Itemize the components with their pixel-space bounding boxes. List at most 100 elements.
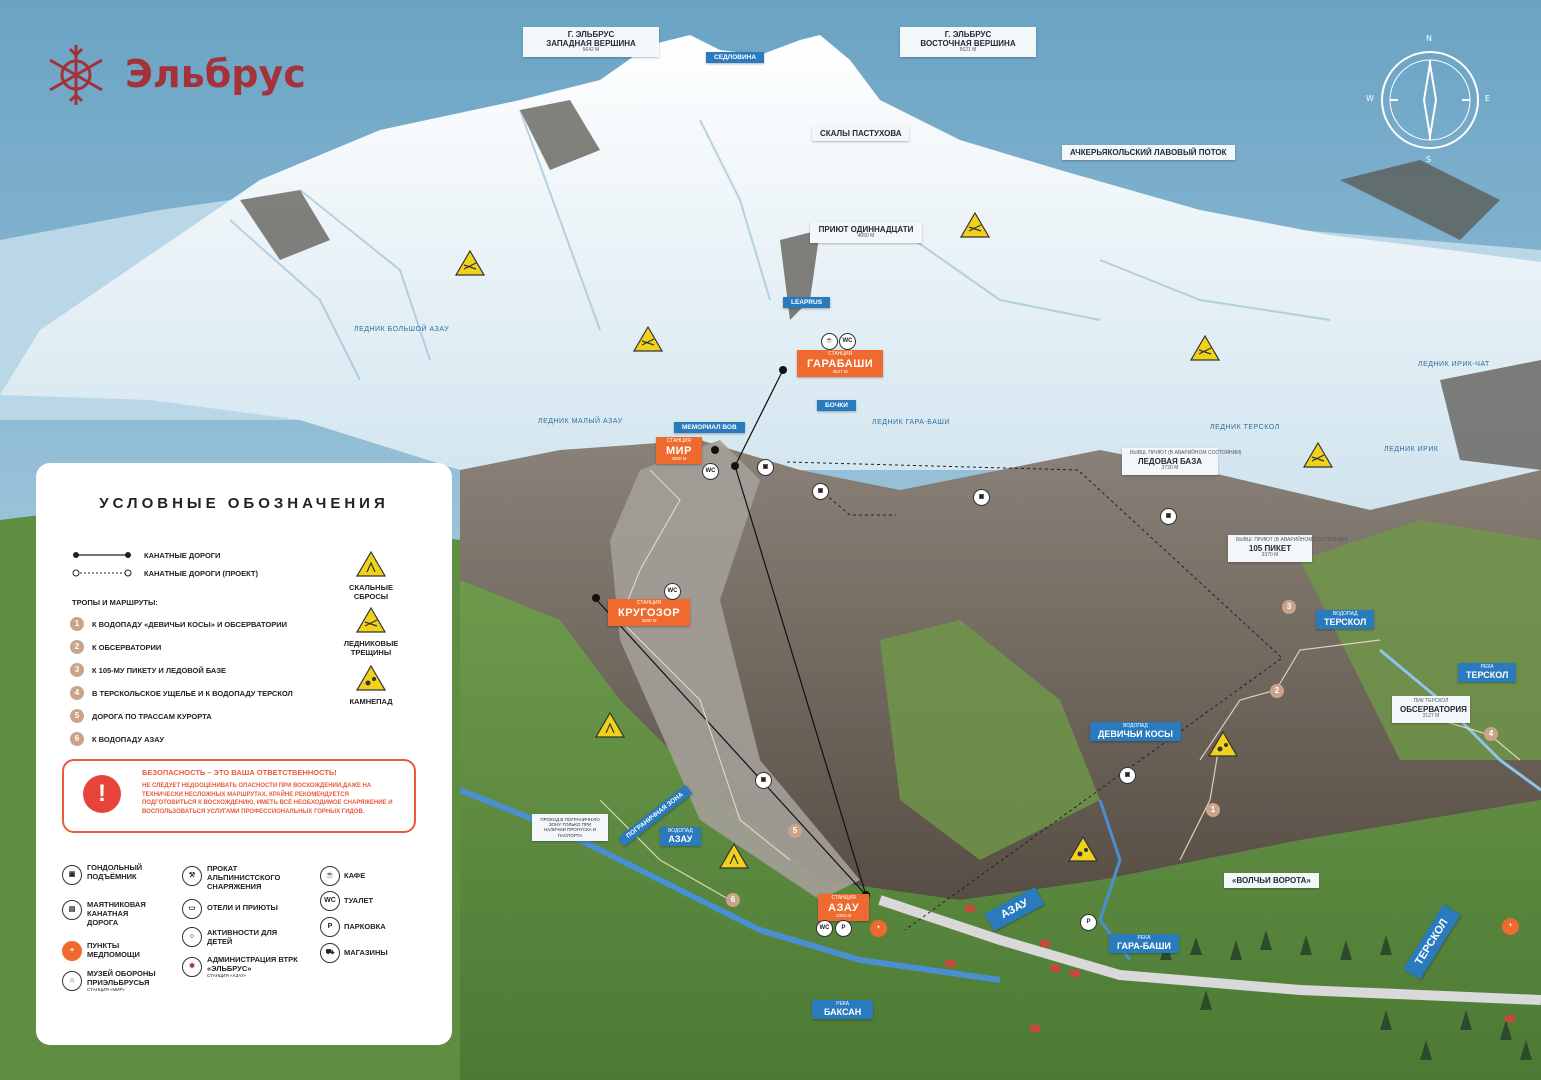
priut-11-label[interactable]: ПРИЮТ ОДИННАДЦАТИ 4050 М	[810, 222, 922, 243]
legend-admin: АДМИНИСТРАЦИЯ ВТРК «ЭЛЬБРУС»СТАНЦИЯ «АЗА…	[207, 955, 307, 978]
station-garabashi[interactable]: СТАНЦИЯ ГАРАБАШИ 3847 М	[797, 350, 884, 377]
legend-hazard-rock-2: СБРОСЫ	[353, 592, 389, 601]
waterfall-devichi[interactable]: ВОДОПАД ДЕВИЧЬИ КОСЫ	[1090, 722, 1181, 742]
waterfall-azau[interactable]: ВОДОПАД АЗАУ	[660, 827, 701, 847]
map-parking-icon[interactable]: P	[835, 920, 852, 937]
compass-icon	[1381, 51, 1479, 149]
river-baksan-label[interactable]: РЕКА БАКСАН	[812, 1000, 874, 1020]
east-peak-label[interactable]: Г. ЭЛЬБРУС ВОСТОЧНАЯ ВЕРШИНА 5621 М	[900, 27, 1036, 58]
ice-base-label[interactable]: БЫВШ. ПРИЮТ (В АВАРИЙНОМ СОСТОЯНИИ) ЛЕДО…	[1122, 448, 1241, 475]
route-marker-2[interactable]: 2	[1270, 684, 1284, 698]
legend-admin-note: СТАНЦИЯ «АЗАУ»	[207, 973, 247, 978]
legend-route-text: К ОБСЕРВАТОРИИ	[92, 643, 162, 652]
station-krugozor-alt: 3000 М	[641, 617, 657, 623]
legend-route-num: 5	[70, 709, 84, 723]
west-peak-label[interactable]: Г. ЭЛЬБРУС ЗАПАДНАЯ ВЕРШИНА 5642 М	[523, 27, 659, 58]
memorial-name: МЕМОРИАЛ ВОВ	[682, 424, 737, 431]
lava-flow-label[interactable]: АЧКЕРЬЯКОЛЬСКИЙ ЛАВОВЫЙ ПОТОК	[1062, 145, 1235, 160]
legend-hazard-rock-1: СКАЛЬНЫЕ	[349, 583, 393, 592]
route-marker-3[interactable]: 3	[1282, 600, 1296, 614]
map-toilet-icon[interactable]: WC	[702, 463, 719, 480]
map-toilet-icon[interactable]: WC	[664, 583, 681, 600]
crevasse-hazard-icon	[356, 607, 386, 633]
west-peak-line1: Г. ЭЛЬБРУС	[567, 30, 615, 39]
bochki-name: БОЧКИ	[825, 402, 848, 409]
glacier-garabashi: ЛЕДНИК ГАРА-БАШИ	[872, 419, 950, 426]
route-marker-6[interactable]: 6	[726, 893, 740, 907]
observatory-label[interactable]: ПИК ТЕРСКОЛ ОБСЕРВАТОРИЯ 3127 М	[1392, 696, 1470, 723]
compass-s: S	[1426, 155, 1432, 164]
legend-route-text: К ВОДОПАДУ АЗАУ	[92, 735, 164, 744]
hotel-icon: ▭	[182, 899, 202, 919]
legend-hazard-crev-1: ЛЕДНИКОВЫЕ	[343, 639, 399, 648]
route-marker-1[interactable]: 1	[1206, 803, 1220, 817]
map-first-aid-icon[interactable]: +	[870, 920, 887, 937]
brand-snowflake-icon	[49, 45, 103, 105]
river-garabashi-label[interactable]: РЕКА ГАРА-БАШИ	[1109, 934, 1179, 954]
station-krugozor[interactable]: СТАНЦИЯ КРУГОЗОР 3000 М	[608, 599, 691, 626]
map-toilet-icon[interactable]: WC	[816, 920, 833, 937]
cable-project-icon	[72, 569, 132, 577]
hazard-rockfall-icon	[719, 843, 749, 869]
glacier-small-azau: ЛЕДНИК МАЛЫЙ АЗАУ	[538, 418, 623, 425]
kids-icon: ☺	[182, 927, 202, 947]
route-marker-4[interactable]: 4	[1484, 727, 1498, 741]
legend-museum-note: СТАНЦИЯ «МИР»	[87, 987, 125, 992]
legend-route-num: 3	[70, 663, 84, 677]
hazard-crevasse-icon	[633, 326, 663, 352]
station-mir-alt: 3500 М	[671, 455, 687, 461]
priut-11-alt: 4050 М	[857, 233, 875, 240]
legend-pendulum: МАЯТНИКОВАЯ КАНАТНАЯ ДОРОГА	[87, 900, 146, 927]
saddle-label[interactable]: СЕДЛОВИНА	[706, 52, 765, 64]
river-terskol	[1379, 648, 1541, 792]
bochki-label[interactable]: БОЧКИ	[817, 400, 856, 412]
map-gondola-icon[interactable]: ▣	[757, 459, 774, 476]
snow-shadows	[229, 109, 1331, 381]
legend-parking: ПАРКОВКА	[344, 922, 386, 931]
map-gondola-icon[interactable]: ▣	[755, 772, 772, 789]
river-terskol-small: РЕКА	[1480, 664, 1494, 670]
station-mir[interactable]: СТАНЦИЯ МИР 3500 М	[656, 437, 702, 464]
map-gondola-icon[interactable]: ▣	[812, 483, 829, 500]
map-cafe-icon[interactable]: ☕	[821, 333, 838, 350]
legend-kids: АКТИВНОСТИ ДЛЯ ДЕТЕЙ	[207, 928, 278, 946]
map-gondola-icon[interactable]: ▣	[1160, 508, 1177, 525]
legend-route-num: 2	[70, 640, 84, 654]
station-mir-name: МИР	[666, 444, 692, 457]
ice-base-alt: 3720 М	[1161, 464, 1179, 471]
museum-icon: ⌂	[62, 971, 82, 991]
map-gondola-icon[interactable]: ▣	[973, 489, 990, 506]
legend-hazard-stonefall: КАМНЕПАД	[349, 697, 393, 706]
legend-rental: ПРОКАТ АЛЬПИНИСТСКОГО СНАРЯЖЕНИЯ	[207, 864, 281, 891]
station-garabashi-name: ГАРАБАШИ	[807, 357, 874, 370]
map-gondola-icon[interactable]: ▣	[1119, 767, 1136, 784]
leaprus-label[interactable]: LEAPRUS	[783, 297, 831, 309]
valley-road	[878, 895, 1541, 1005]
memorial-label[interactable]: МЕМОРИАЛ ВОВ	[674, 422, 745, 434]
station-azau-alt: 2350 М	[836, 912, 852, 918]
waterfall-terskol[interactable]: ВОДОПАД ТЕРСКОЛ	[1316, 610, 1375, 630]
compass-e: E	[1485, 94, 1491, 103]
legend-admin-text: АДМИНИСТРАЦИЯ ВТРК «ЭЛЬБРУС»	[207, 955, 298, 973]
rental-icon: ⚒	[182, 866, 202, 886]
cable-lines	[594, 369, 867, 896]
green-slopes	[460, 580, 1541, 1080]
map-parking-icon[interactable]: P	[1080, 914, 1097, 931]
map-toilet-icon[interactable]: WC	[839, 333, 856, 350]
station-azau[interactable]: СТАНЦИЯ АЗАУ 2350 М	[818, 894, 870, 921]
piket-105-label[interactable]: БЫВШ. ПРИЮТ (В АВАРИЙНОМ СОСТОЯНИИ) 105 …	[1228, 535, 1347, 562]
volchi-vorota-label[interactable]: «ВОЛЧЬИ ВОРОТА»	[1224, 873, 1319, 888]
route-marker-5[interactable]: 5	[788, 824, 802, 838]
glacier-big-azau: ЛЕДНИК БОЛЬШОЙ АЗАУ	[354, 326, 450, 333]
river-terskol-name: ТЕРСКОЛ	[1466, 669, 1509, 680]
map-first-aid-icon[interactable]: +	[1502, 918, 1519, 935]
river-terskol-label[interactable]: РЕКА ТЕРСКОЛ	[1458, 663, 1517, 683]
legend-route-text: В ТЕРСКОЛЬСКОЕ УЩЕЛЬЕ И К ВОДОПАДУ ТЕРСК…	[92, 689, 293, 698]
legend-route-num: 4	[70, 686, 84, 700]
station-krugozor-small: СТАНЦИЯ	[636, 600, 662, 606]
waterfall-terskol-name: ТЕРСКОЛ	[1324, 616, 1367, 627]
pastukhov-rocks-label[interactable]: СКАЛЫ ПАСТУХОВА	[812, 126, 910, 141]
glacier-irik: ЛЕДНИК ИРИК	[1384, 446, 1439, 453]
